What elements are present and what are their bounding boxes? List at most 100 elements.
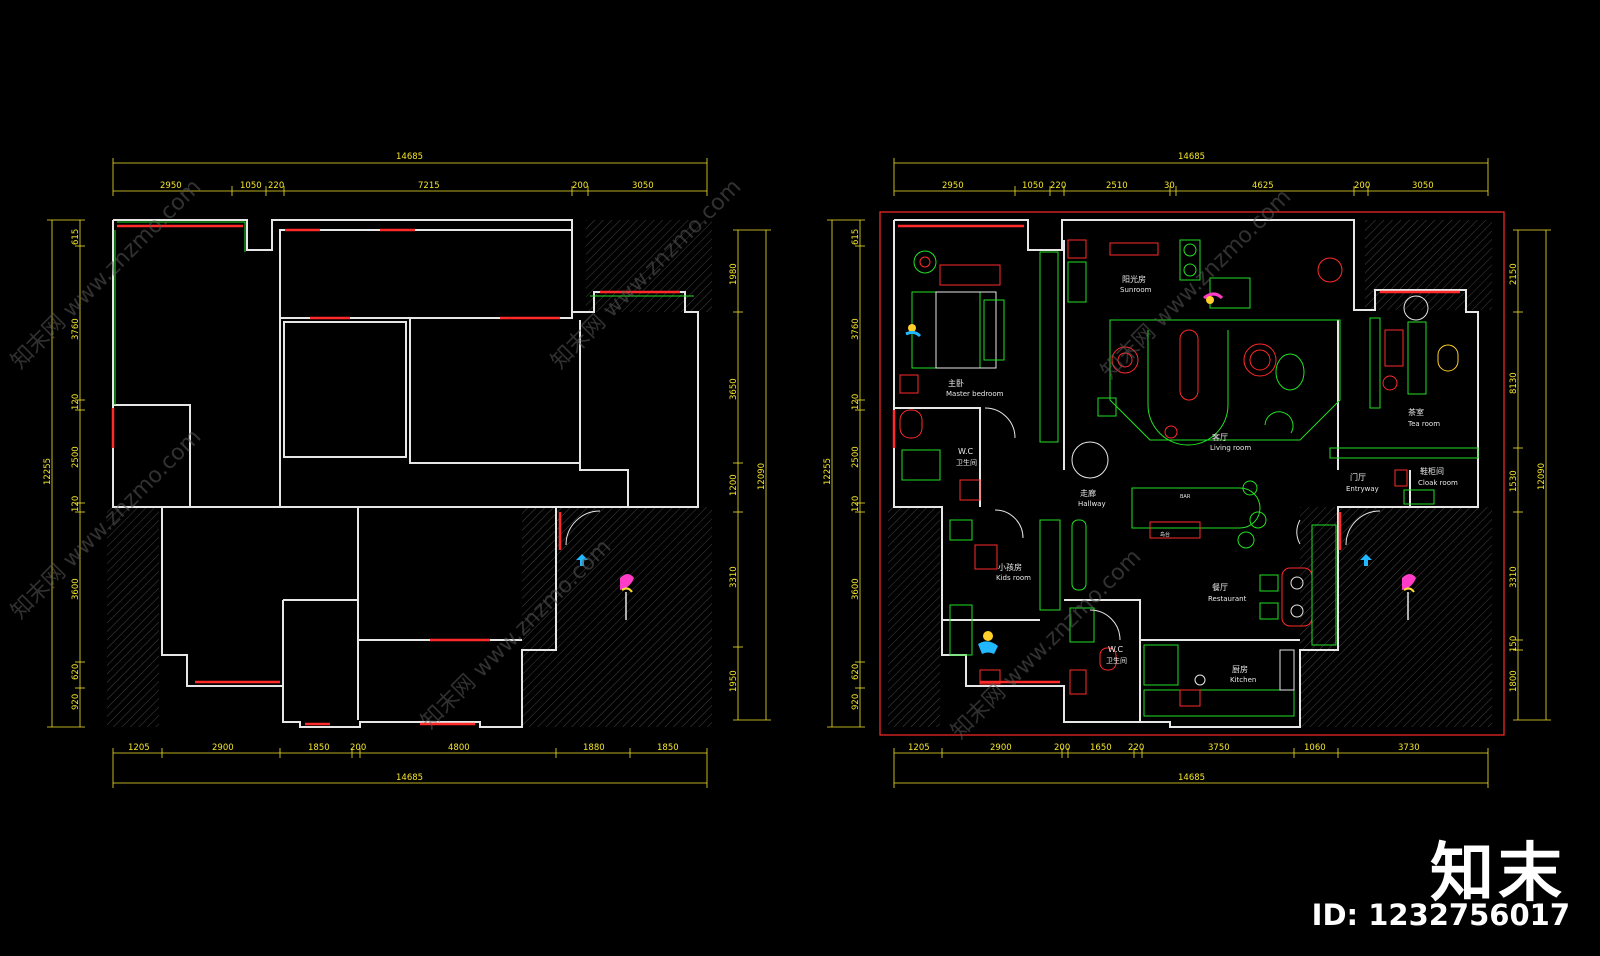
dim-bottom: 3750 (1208, 743, 1230, 753)
dim-left: 3760 (851, 318, 861, 340)
island-label: 岛台 (1160, 531, 1170, 538)
dim-bottom: 200 (1054, 743, 1070, 753)
frame-border (879, 211, 1505, 736)
dimension-lines-top (893, 158, 1489, 196)
dim-bottom: 2900 (212, 743, 234, 753)
dim-left: 620 (851, 664, 861, 680)
room-label-en: Entryway (1346, 485, 1379, 493)
dim-left: 120 (851, 496, 861, 512)
dim-top: 7215 (418, 181, 440, 191)
dim-left: 620 (71, 664, 81, 680)
dim-left: 920 (71, 694, 81, 710)
dim-bottom: 220 (1128, 743, 1144, 753)
dimension-lines-left (827, 219, 865, 728)
plant-icon (1402, 574, 1416, 620)
bar-label: BAR (1180, 494, 1191, 500)
windows (892, 224, 1460, 684)
room-label: 阳光房 (1122, 274, 1146, 284)
diagonal-watermark: 知末网 www.znzmo.com (7, 174, 207, 374)
room-label: 小孩房 (998, 562, 1022, 572)
dim-top: 200 (572, 181, 588, 191)
dim-right: 1530 (1509, 470, 1519, 492)
dimension-lines-right (733, 229, 771, 721)
dim-top: 220 (268, 181, 284, 191)
dim-left: 120 (851, 394, 861, 410)
floor-plan-original: 14685 2950 1050 220 7215 200 3050 1205 2… (43, 152, 771, 788)
room-label-en: 卫生间 (956, 458, 977, 467)
brand-watermark: 知末 (1430, 837, 1566, 911)
room-label: 主卧 (948, 378, 964, 388)
dim-top: 200 (1354, 181, 1370, 191)
furniture (899, 239, 1479, 717)
dim-right: 8130 (1509, 372, 1519, 394)
room-label: W.C (958, 447, 974, 456)
dimension-lines-bottom (893, 748, 1489, 788)
diagonal-watermark: 知末网 www.znzmo.com (7, 424, 207, 624)
door-arc (565, 510, 601, 546)
image-id-watermark: ID: 1232756017 (1311, 898, 1570, 932)
room-label: 客厅 (1212, 432, 1228, 442)
dim-top: 1050 (240, 181, 262, 191)
room-label: 鞋柜间 (1420, 466, 1444, 476)
dim-bottom: 1650 (1090, 743, 1112, 753)
room-label-en: 卫生间 (1106, 656, 1127, 665)
dim-top: 30 (1164, 181, 1175, 191)
dim-left-total: 12255 (823, 458, 833, 485)
room-label-en: Master bedroom (946, 390, 1004, 398)
room-label-en: Sunroom (1120, 286, 1152, 294)
dim-top: 2950 (160, 181, 182, 191)
dim-left: 615 (851, 229, 861, 245)
dim-right: 150 (1509, 636, 1519, 652)
dim-top: 2950 (942, 181, 964, 191)
dimension-lines-left (47, 219, 85, 728)
entry-arrow-icon (1360, 554, 1372, 566)
diagonal-watermark: 知末网 www.znzmo.com (1097, 184, 1297, 384)
dimension-lines-top (112, 158, 708, 196)
diagonal-watermark: 知末网 www.znzmo.com (547, 174, 747, 374)
room-label: 走廊 (1080, 488, 1096, 498)
dimension-lines-right (1513, 229, 1551, 721)
dim-bottom-total: 14685 (396, 773, 423, 783)
walls (112, 219, 699, 728)
room-label-en: Tea room (1407, 420, 1440, 428)
room-label: 厨房 (1232, 664, 1248, 674)
dim-bottom: 1205 (128, 743, 150, 753)
room-label: 餐厅 (1212, 583, 1228, 592)
terrace-hatch (1365, 220, 1492, 310)
person-figure-icon (905, 292, 1224, 654)
dim-bottom: 1205 (908, 743, 930, 753)
dim-top: 2510 (1106, 181, 1128, 191)
dim-top: 220 (1050, 181, 1066, 191)
green-outline (114, 221, 694, 405)
dim-top: 3050 (1412, 181, 1434, 191)
dim-top-total: 14685 (1178, 152, 1205, 162)
dim-left: 2500 (851, 446, 861, 468)
dim-top: 4625 (1252, 181, 1274, 191)
dim-right-total: 12090 (1537, 463, 1547, 490)
dim-left: 3760 (71, 318, 81, 340)
room-label: 茶室 (1408, 407, 1424, 417)
dim-left-total: 12255 (43, 458, 53, 485)
dim-bottom: 1880 (583, 743, 605, 753)
dim-bottom: 2900 (990, 743, 1012, 753)
dim-left: 3600 (71, 578, 81, 600)
walls (893, 219, 1479, 728)
dim-left: 120 (71, 394, 81, 410)
windows (111, 224, 680, 726)
dim-top-total: 14685 (396, 152, 423, 162)
dim-right: 1800 (1509, 670, 1519, 692)
terrace-hatch (522, 507, 712, 727)
plant-icon (620, 574, 634, 620)
dim-top: 1050 (1022, 181, 1044, 191)
dim-left: 920 (851, 694, 861, 710)
dim-right: 1980 (729, 263, 739, 285)
dim-bottom: 200 (350, 743, 366, 753)
dim-left: 2500 (71, 446, 81, 468)
dim-right: 1950 (729, 670, 739, 692)
room-label: 门厅 (1350, 472, 1366, 482)
dim-right-total: 12090 (757, 463, 767, 490)
entry-arrow-icon (576, 554, 588, 566)
room-label-en: Restaurant (1208, 595, 1247, 603)
terrace-hatch (888, 507, 940, 727)
